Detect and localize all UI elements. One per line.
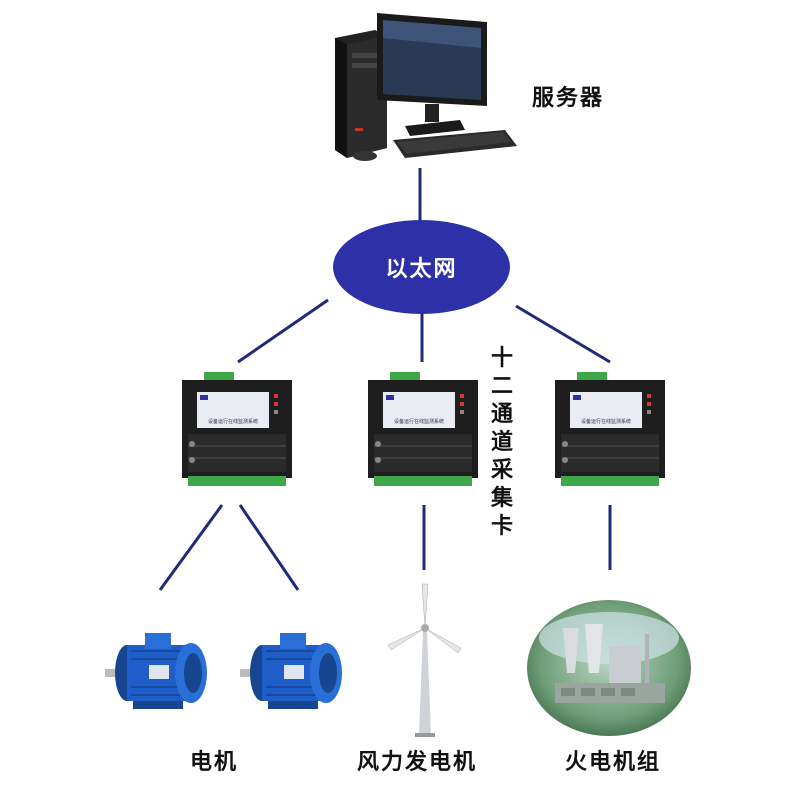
server-label: 服务器 [532,80,604,112]
collector-label-char: 二 [491,373,513,401]
card-1-to-motor-1-line [160,505,222,590]
server-computer-icon [325,8,525,173]
acquisition-card-1: 设备运行在线监测系统 [182,372,292,490]
ethernet-label: 以太网 [385,251,457,283]
collector-label-char: 道 [491,429,513,457]
wind-turbine-icon [385,580,465,740]
ethernet-to-card-3-line [516,306,610,362]
collector-label-char: 采 [491,457,513,485]
ethernet-to-card-1-line [238,300,328,362]
thermal-power-plant-icon [525,598,693,738]
acquisition-card-icon [368,372,478,490]
card-screen-title: 设备运行在线监测系统 [570,418,642,425]
ethernet-node: 以太网 [333,220,510,314]
electric-motor-icon [105,625,220,715]
collector-label-char: 集 [491,485,513,513]
collector-label-char: 十 [491,345,513,373]
card-screen-title: 设备运行在线监测系统 [383,418,455,425]
collector-label: 十 二 通 道 采 集 卡 [487,345,517,541]
acquisition-card-2: 设备运行在线监测系统 [368,372,478,490]
collector-label-char: 通 [491,401,513,429]
motor-label: 电机 [190,744,238,776]
card-1-to-motor-2-line [240,505,298,590]
acquisition-card-icon [555,372,665,490]
card-screen-title: 设备运行在线监测系统 [197,418,269,425]
acquisition-card-3: 设备运行在线监测系统 [555,372,665,490]
wind-turbine-label: 风力发电机 [357,744,477,776]
acquisition-card-icon [182,372,292,490]
thermal-unit-label: 火电机组 [565,744,661,776]
collector-label-char: 卡 [491,513,513,541]
electric-motor-icon [240,625,355,715]
